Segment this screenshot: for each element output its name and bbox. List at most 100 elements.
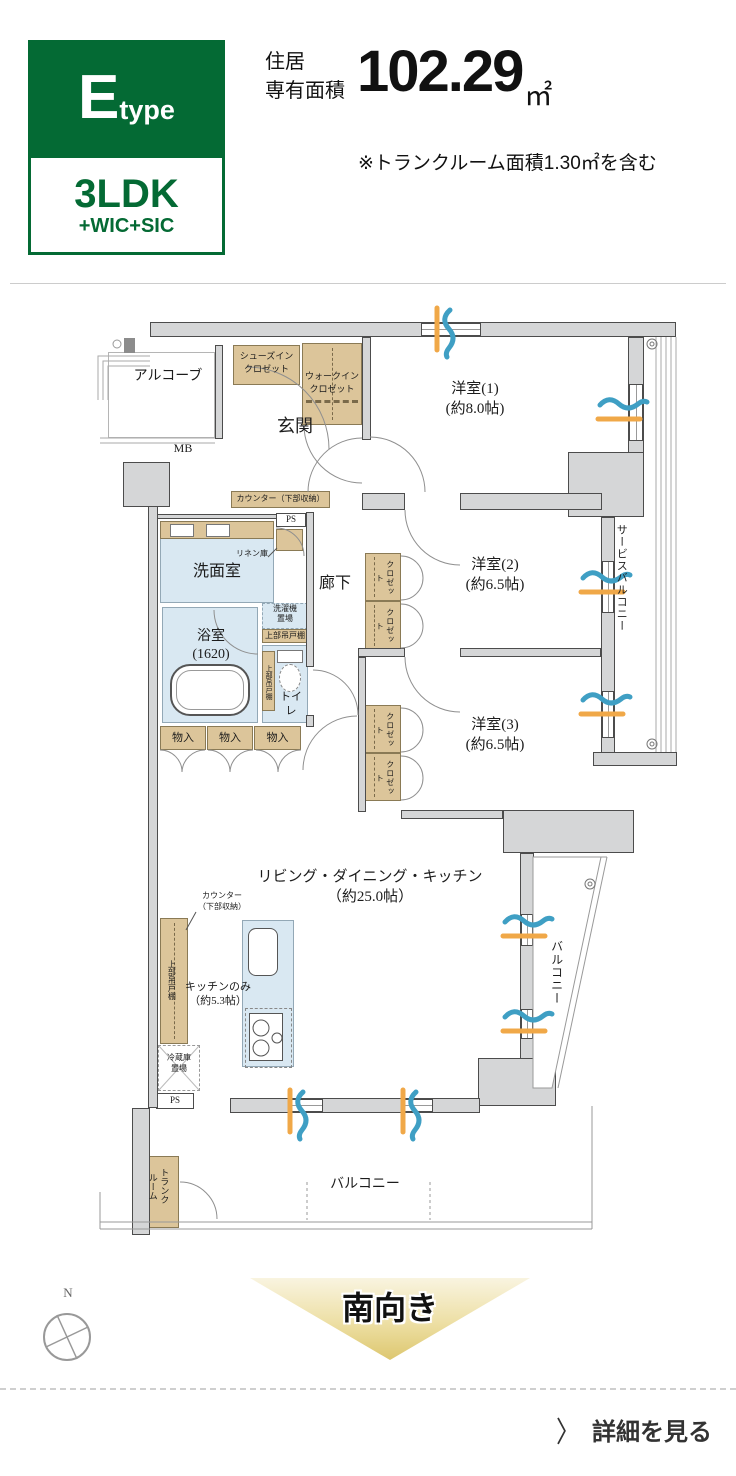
room-label-laundry: 洗濯機 置場 bbox=[273, 604, 297, 623]
wall-segment bbox=[601, 612, 615, 692]
sink-2 bbox=[206, 524, 230, 537]
room-label-hallway: 廊下 bbox=[318, 575, 351, 592]
wall-segment bbox=[124, 338, 135, 353]
room-label-ldk: リビング・ダイニング・キッチン （約25.0帖） bbox=[257, 869, 483, 905]
room-label-closet-3: クロゼット bbox=[375, 712, 395, 748]
toilet-tank bbox=[277, 650, 303, 663]
room-label-counter-storage-2: カウンター （下部収納） bbox=[198, 891, 246, 912]
room-label-linen: リネン庫 bbox=[236, 549, 268, 558]
room-label-toilet: トイレ bbox=[280, 691, 302, 718]
window bbox=[601, 692, 615, 737]
wall-segment bbox=[460, 648, 601, 657]
room-label-mb: MB bbox=[173, 441, 193, 455]
area-info: 住居 専有面積 102.29 ㎡ bbox=[265, 39, 553, 114]
wall-segment bbox=[362, 337, 371, 440]
wall-segment bbox=[478, 1058, 556, 1106]
wall-segment bbox=[601, 517, 615, 562]
window bbox=[404, 1098, 432, 1113]
wall-segment bbox=[132, 1108, 150, 1235]
wall-segment bbox=[215, 345, 223, 439]
room-label-ps-2: PS bbox=[169, 1095, 180, 1105]
wall-segment bbox=[123, 462, 170, 507]
footer-divider bbox=[0, 1388, 736, 1390]
wall-segment bbox=[306, 715, 314, 727]
bathtub-inner bbox=[176, 670, 244, 710]
room-label-balcony-right: バルコニー bbox=[549, 940, 564, 1005]
window bbox=[601, 562, 615, 612]
wall-segment bbox=[628, 337, 644, 385]
south-direction-label: 南向き bbox=[341, 1290, 438, 1326]
ps-box-1 bbox=[276, 513, 306, 527]
room-label-storage-1: 物入 bbox=[172, 732, 194, 744]
kitchen-sink bbox=[248, 928, 278, 976]
wic-hanger-rail bbox=[306, 400, 358, 403]
room-label-bath: 浴室 (1620) bbox=[192, 629, 230, 663]
wall-segment bbox=[520, 853, 534, 915]
window bbox=[422, 322, 480, 337]
room-label-bedroom2: 洋室(2) (約6.5帖) bbox=[465, 557, 525, 593]
room-label-shoes-closet: シューズイン クロゼット bbox=[239, 351, 294, 374]
wall-segment bbox=[150, 322, 422, 337]
upper-cabinet-strip-2 bbox=[262, 651, 275, 711]
room-label-walk-in-closet: ウォークイン クロゼット bbox=[304, 371, 359, 394]
wall-segment bbox=[401, 810, 503, 819]
counter-storage-box bbox=[231, 491, 330, 508]
room-label-ps-1: PS bbox=[285, 514, 296, 524]
room-label-bedroom3: 洋室(3) (約6.5帖) bbox=[465, 717, 525, 753]
header-divider bbox=[10, 283, 726, 284]
kitchen-upper-cabinet bbox=[160, 918, 188, 1044]
area-note: ※トランクルーム面積1.30㎡を含む bbox=[358, 153, 657, 174]
area-value: 102.29 bbox=[357, 39, 524, 104]
area-unit: ㎡ bbox=[524, 80, 553, 111]
wall-segment bbox=[503, 810, 634, 853]
closet-box-1 bbox=[365, 553, 401, 601]
wall-segment bbox=[480, 322, 676, 337]
window bbox=[628, 385, 644, 440]
room-label-fridge: 冷蔵庫 置場 bbox=[167, 1053, 191, 1074]
area-label: 住居 専有面積 bbox=[265, 51, 345, 102]
room-label-upper-cabinet-2: 上部吊戸棚 bbox=[265, 665, 274, 700]
layout-sub-label: +WIC+SIC bbox=[78, 214, 175, 237]
room-label-counter-storage: カウンター（下部収納） bbox=[236, 494, 325, 503]
wall-segment bbox=[306, 512, 314, 667]
type-word: type bbox=[119, 95, 175, 125]
room-label-entrance: 玄関 bbox=[277, 416, 313, 436]
layout-label: 3LDK bbox=[74, 171, 179, 216]
wall-segment bbox=[322, 1098, 404, 1113]
window bbox=[520, 1010, 534, 1038]
wall-segment bbox=[157, 514, 277, 519]
stove-area bbox=[245, 1008, 292, 1068]
wall-segment bbox=[358, 657, 366, 812]
stove bbox=[249, 1013, 283, 1061]
sink-1 bbox=[170, 524, 194, 537]
compass-icon bbox=[43, 1313, 91, 1361]
room-label-balcony-bottom: バルコニー bbox=[330, 1177, 400, 1192]
layout-badge: 3LDK +WIC+SIC bbox=[28, 155, 225, 255]
room-label-storage-2: 物入 bbox=[219, 732, 241, 744]
wall-segment bbox=[593, 752, 677, 766]
window bbox=[520, 915, 534, 945]
wall-segment bbox=[230, 1098, 290, 1113]
room-label-trunk-room: トランク ルーム bbox=[147, 1168, 170, 1204]
window bbox=[290, 1098, 322, 1113]
closet-box-3 bbox=[365, 705, 401, 753]
compass-n-label: N bbox=[63, 1285, 73, 1300]
room-label-kitchen-only: キッチンのみ （約5.3帖） bbox=[185, 981, 251, 1008]
wall-segment bbox=[362, 493, 405, 510]
room-label-storage-3: 物入 bbox=[266, 732, 289, 744]
bathtub bbox=[170, 664, 250, 716]
wall-segment bbox=[432, 1098, 480, 1113]
storage-box-3 bbox=[254, 726, 301, 750]
closet-box-2 bbox=[365, 601, 401, 650]
wall-segment bbox=[148, 505, 158, 1108]
room-label-upper-cabinet-3: 上部吊戸棚 bbox=[167, 960, 177, 1000]
detail-link[interactable]: 〉 詳細を見る bbox=[556, 1412, 712, 1449]
toilet-bowl bbox=[279, 664, 301, 692]
service-balcony-railing bbox=[655, 337, 677, 752]
wall-segment bbox=[520, 1038, 534, 1060]
room-label-bedroom1: 洋室(1) (約8.0帖) bbox=[445, 381, 505, 417]
detail-link-label: 詳細を見る bbox=[592, 1419, 712, 1446]
room-label-service-balcony: サービスバルコニー bbox=[615, 524, 628, 632]
wall-segment bbox=[520, 945, 534, 1010]
